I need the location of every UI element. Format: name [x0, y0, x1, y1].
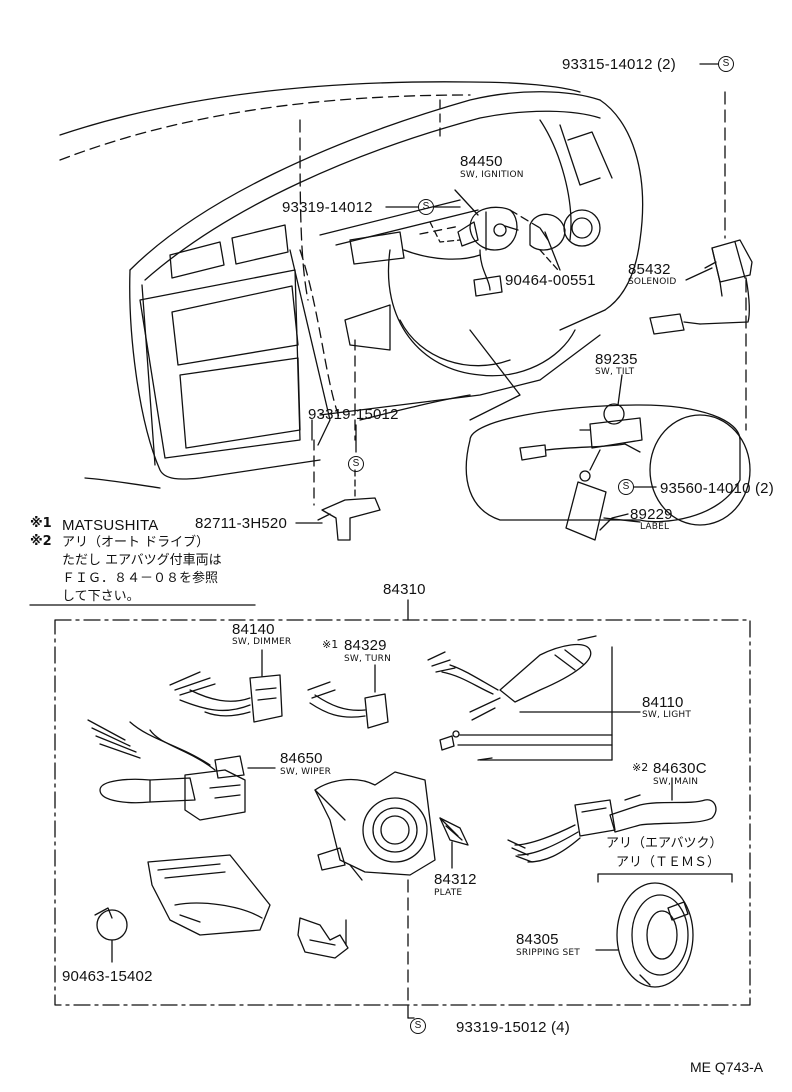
dashboard-illustration [59, 81, 644, 489]
part-84329-mark: ※1 [322, 638, 339, 651]
part-90464: 90464-00551 [505, 272, 596, 289]
bolt-symbol-93319-14012: S [418, 199, 434, 215]
bolt-symbol-93315: S [718, 56, 734, 72]
key-cylinder-drawing [529, 209, 601, 271]
part-84450: 84450 [460, 153, 503, 170]
note-1-mark: ※1 [30, 516, 52, 531]
part-84650-desc: SW, WIPER [280, 767, 332, 777]
wiper-switch-drawing [87, 719, 276, 821]
part-89229: 89229 [630, 506, 673, 523]
part-93319-15012: 93319-15012 [308, 406, 399, 423]
part-84329-desc: SW, TURN [344, 654, 392, 664]
bolt-symbol-93319-15012: S [348, 456, 364, 472]
note-2-line-2: ただし エアバツグ付車両は [62, 553, 222, 568]
part-84630-note-tems: アリ（ＴＥＭＳ） [616, 855, 721, 870]
part-82711: 82711-3H520 [195, 515, 287, 532]
note-1-text: MATSUSHITA [62, 517, 159, 534]
part-84312-desc: PLATE [434, 888, 463, 898]
tems-bracket [597, 873, 733, 883]
part-89229-desc: LABEL [640, 522, 670, 532]
diagram-code: ME Q743-A [690, 1059, 764, 1075]
bracket-drawing [313, 339, 381, 541]
part-93319-14012: 93319-14012 [282, 199, 373, 216]
spiral-cable-drawing [595, 882, 694, 988]
part-84110-desc: SW, LIGHT [642, 710, 692, 720]
dimmer-switch-drawing [169, 649, 283, 723]
combination-switch-body-drawing [314, 771, 469, 881]
note-2-line-1: アリ（オート ドライブ） [62, 535, 210, 550]
part-84630-mark: ※2 [632, 761, 649, 774]
part-85432-desc: SOLENOID [628, 277, 677, 287]
part-84630: 84630C [653, 760, 707, 777]
part-89235-desc: SW, TILT [595, 367, 635, 377]
part-84630-note-airbag: アリ（エアバツク） [606, 836, 723, 851]
part-84312: 84312 [434, 871, 477, 888]
note-2-mark: ※2 [30, 534, 52, 549]
part-84305: 84305 [516, 931, 559, 948]
part-84305-desc: SRIPPING SET [516, 948, 580, 958]
small-bracket-drawing [297, 917, 349, 959]
part-93560: 93560-14010 (2) [660, 480, 774, 497]
part-84329: 84329 [344, 637, 387, 654]
part-85432: 85432 [628, 261, 671, 278]
part-84630-desc: SW, MAIN [653, 777, 699, 787]
part-89235: 89235 [595, 351, 638, 368]
leader-lines-top [295, 63, 719, 531]
lower-bracket-drawing [147, 854, 271, 936]
part-93315: 93315-14012 (2) [562, 56, 676, 73]
part-84650: 84650 [280, 750, 323, 767]
bolt-symbol-93319-bottom: S [410, 1018, 426, 1034]
turn-switch-drawing [307, 664, 389, 729]
bolt-symbol-93560: S [618, 479, 634, 495]
clamp-drawing [94, 907, 128, 963]
assembly-box [54, 599, 751, 1019]
tilt-switch-drawing [465, 403, 751, 541]
plate-drawing [439, 817, 459, 869]
main-switch-drawing [507, 777, 717, 863]
part-84450-desc: SW, IGNITION [460, 170, 524, 180]
ignition-switch-drawing [349, 206, 541, 297]
part-93319-15012-bottom: 93319-15012 (4) [456, 1019, 570, 1036]
part-84310: 84310 [383, 581, 426, 598]
part-84140: 84140 [232, 621, 275, 638]
part-84140-desc: SW, DIMMER [232, 637, 292, 647]
note-2-line-3: ＦＩＧ．８４－０８を参照 [62, 571, 219, 586]
note-2-line-4: して下さい。 [62, 589, 140, 604]
part-84110: 84110 [642, 694, 684, 711]
part-90463: 90463-15402 [62, 968, 153, 985]
solenoid-drawing [649, 91, 753, 431]
light-switch-drawing [427, 635, 641, 761]
